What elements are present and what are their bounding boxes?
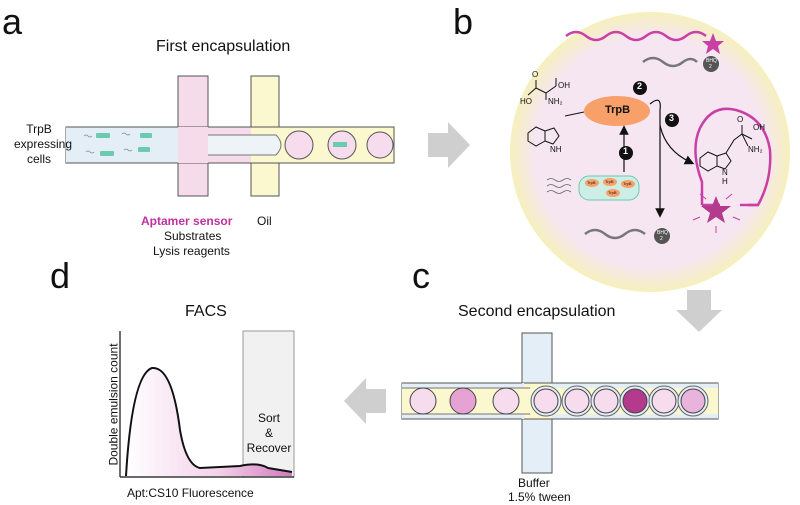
cells-label-line: TrpB	[26, 122, 52, 136]
droplet	[284, 130, 314, 160]
enzyme-badge: TrpB	[587, 180, 596, 185]
active-fluorophore-star	[701, 196, 731, 223]
indole-nh: NH	[550, 145, 562, 154]
x-axis-label: Apt:CS10 Fluorescence	[127, 486, 254, 500]
bhq-label-top: BHQ	[706, 58, 717, 64]
panel-letter-c: c	[412, 255, 430, 296]
double-emulsion-droplets	[530, 385, 709, 417]
droplet	[366, 131, 394, 159]
cell-stream	[66, 127, 178, 163]
step3-badge	[665, 113, 679, 127]
droplet-halo	[510, 12, 790, 292]
sort-gate	[242, 330, 295, 478]
panel-d-histogram	[119, 330, 295, 478]
cells-label: TrpB expressing cells	[14, 122, 73, 167]
buffer-label: Buffer	[518, 476, 550, 490]
enzyme-badge: TrpB	[605, 179, 614, 184]
panel-c-title: Second encapsulation	[458, 303, 616, 320]
panel-b-droplet	[510, 12, 790, 292]
cells-label-line: expressing	[14, 137, 73, 151]
nozzle	[208, 134, 282, 156]
cells	[96, 133, 152, 156]
enzyme-badge: TrpB	[608, 190, 617, 195]
histogram-fill	[126, 367, 292, 476]
step1-number: 1	[623, 146, 629, 156]
bhq-quencher-released	[654, 228, 670, 244]
serine-o: O	[532, 70, 539, 79]
step1-badge	[619, 146, 633, 160]
enzyme-badges	[585, 178, 635, 197]
trp-o: O	[737, 115, 744, 124]
arrow-b-to-c	[676, 290, 722, 332]
dna-wave	[546, 178, 572, 194]
cells-label-line: cells	[26, 152, 51, 166]
quencher-strand	[642, 56, 698, 68]
aptamer-strand	[565, 30, 707, 42]
panel-letter-a: a	[2, 1, 23, 42]
histogram-curve	[125, 366, 293, 477]
sort-gate-line: Recover	[246, 441, 292, 455]
bhq-label-bottom: BHQ	[657, 230, 668, 236]
arrow-a-to-b	[428, 122, 470, 168]
substrates-label: Substrates	[164, 229, 222, 243]
bhq-quencher	[703, 56, 719, 72]
aptamer-loop	[694, 107, 772, 207]
step2-arrow	[649, 99, 665, 218]
aptamer-sensor-label: Aptamer sensor	[141, 214, 233, 228]
trp-nh2: NH₂	[748, 145, 763, 154]
step3-arrow	[659, 124, 695, 165]
fluorophore-star	[702, 33, 724, 54]
y-axis-label: Double emulsion count	[106, 343, 121, 466]
panel-c-device	[401, 332, 719, 474]
indole-structure	[527, 126, 560, 147]
trp-h: H	[722, 177, 728, 186]
panel-d-title: FACS	[185, 303, 227, 320]
enzyme-badge: TrpB	[623, 181, 632, 186]
panel-a-title: First encapsulation	[156, 38, 291, 55]
serine-ho: HO	[520, 97, 532, 106]
trp-nh: N	[722, 168, 728, 177]
fluorescence-rays	[692, 193, 741, 233]
sort-gate-line: &	[264, 426, 273, 440]
bhq-subscript-bottom: 2	[660, 236, 663, 242]
step2-number: 2	[637, 81, 643, 91]
trp-oh: OH	[753, 123, 765, 132]
oil-label: Oil	[257, 214, 272, 228]
panel-letter-b: b	[453, 1, 474, 42]
serine-structure	[527, 78, 557, 100]
single-emulsion-droplets	[409, 387, 520, 415]
arrow-c-to-d	[344, 378, 386, 424]
dna-squiggles	[83, 132, 133, 154]
sort-gate-label: Sort & Recover	[244, 411, 294, 456]
lysis-label: Lysis reagents	[153, 244, 230, 258]
trpb-label: TrpB	[605, 104, 631, 116]
tween-label: 1.5% tween	[508, 490, 571, 504]
serine-nh2: NH₂	[548, 97, 563, 106]
released-quencher-strand	[584, 228, 646, 240]
serine-oh: OH	[558, 81, 570, 90]
panel-letter-d: d	[50, 255, 71, 296]
trpb-enzyme	[584, 96, 650, 126]
step3-number: 3	[669, 113, 675, 123]
panel-a-device	[65, 75, 395, 197]
bhq-subscript-top: 2	[709, 64, 712, 70]
sort-gate-line: Sort	[257, 411, 280, 425]
tryptophan-structure	[699, 125, 753, 172]
step2-badge	[633, 81, 647, 95]
